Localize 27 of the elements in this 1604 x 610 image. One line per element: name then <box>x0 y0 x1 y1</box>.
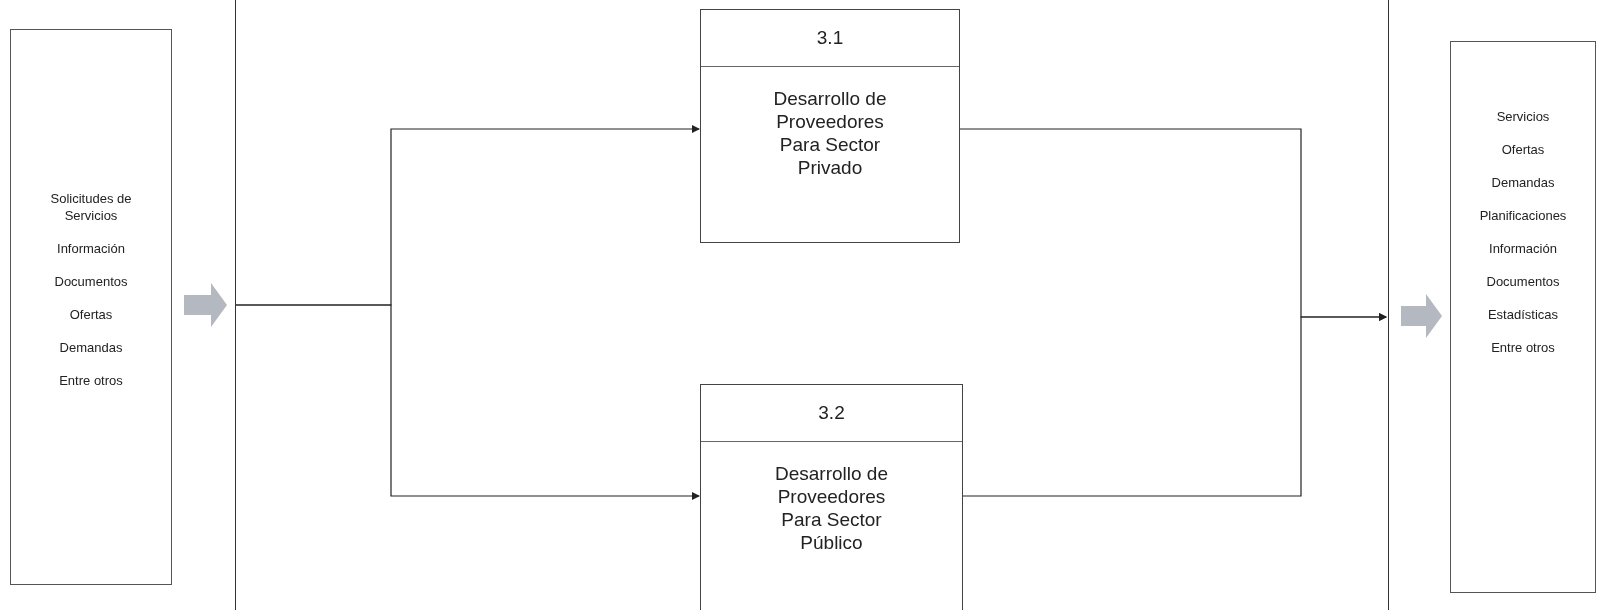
process-box <box>700 9 960 243</box>
list-item: Demandas <box>1491 174 1555 191</box>
list-item: Documentos <box>1486 273 1560 290</box>
process-box <box>700 384 963 610</box>
block-arrow <box>184 283 227 327</box>
list-item: Información <box>57 240 125 257</box>
arrow <box>961 313 1387 497</box>
list-item: Estadísticas <box>1487 306 1559 323</box>
boundary-frame <box>235 0 1389 610</box>
list-item: Planificaciones <box>1479 207 1567 224</box>
data-list-box <box>1450 41 1596 593</box>
list-item: Entre otros <box>59 372 123 389</box>
process-number: 3.2 <box>818 400 845 425</box>
list-item: Documentos <box>54 273 128 290</box>
list-item: Ofertas <box>1501 141 1545 158</box>
block-arrow <box>1401 294 1442 338</box>
list-item: Demandas <box>59 339 123 356</box>
process-title: Desarrollo de Proveedores Para Sector Público <box>774 462 889 554</box>
process-number: 3.1 <box>816 25 844 50</box>
arrow <box>234 304 700 500</box>
list-item: Entre otros <box>1491 339 1555 356</box>
list-item: Ofertas <box>69 306 113 323</box>
list-item: Servicios <box>1496 108 1550 125</box>
list-item: Información <box>1489 240 1557 257</box>
process-title: Desarrollo de Proveedores Para Sector Privado <box>772 87 888 179</box>
list-item: Solicitudes de Servicios <box>49 190 133 224</box>
data-list-box <box>10 29 172 585</box>
